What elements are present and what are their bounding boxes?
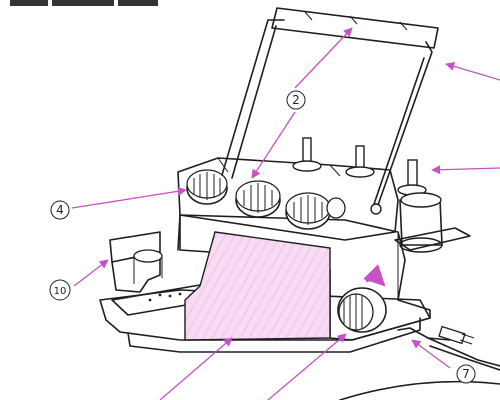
front-cover [184,231,331,341]
tension-dial-1 [186,169,228,205]
thread-cone [394,192,471,253]
pointer-spool-right [431,165,500,175]
spool-pin-1 [292,137,322,172]
pointer-7-to-cord [411,339,451,369]
upper-housing [177,157,399,241]
tension-dials [186,169,346,230]
callout-label-2: 2 [286,90,306,110]
thread-guide-frame [221,7,439,215]
tension-dial-4 [326,197,346,219]
pointer-10-to-tray [73,259,109,287]
spool-pin-3 [397,159,427,196]
tension-dial-2 [235,180,281,218]
callout-label-10-text: 10 [54,286,67,297]
pointer-front-cover [159,337,233,400]
cropped-header-fragment [10,0,158,6]
tension-dial-3 [285,192,331,230]
handwheel [337,264,387,333]
spool-pins [292,137,427,196]
spool-pin-2 [345,145,375,178]
callout-label-7: 7 [456,364,476,384]
pointer-4-to-dial [71,186,187,209]
pointer-top-right [445,61,500,81]
waste-tray [109,231,163,293]
pedal-cord [339,380,500,400]
pointer-handwheel [267,333,347,400]
callout-label-10: 10 [49,279,71,301]
callout-label-4-text: 4 [56,203,64,217]
callout-label-2-text: 2 [292,93,300,107]
callout-label-7-text: 7 [462,367,470,381]
power-cord [397,325,500,371]
pointer-2-to-guide [294,27,353,89]
callout-label-4: 4 [50,200,70,220]
callout-pointers [71,27,500,400]
pointer-2-to-dial [251,111,296,179]
